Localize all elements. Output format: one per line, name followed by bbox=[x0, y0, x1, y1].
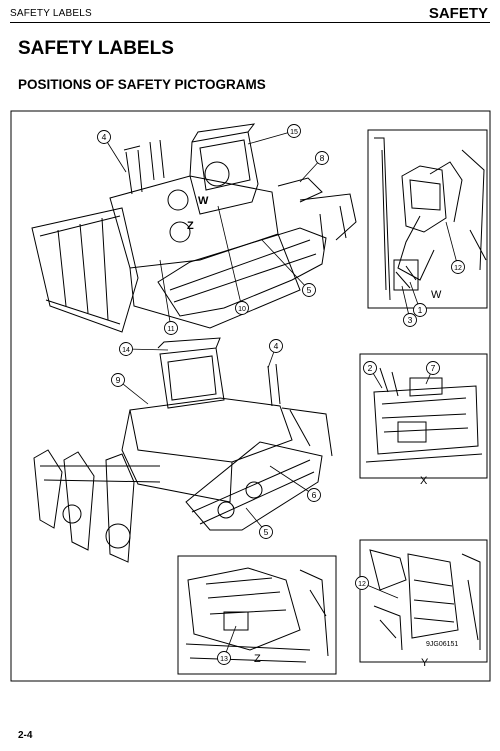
callout-5-number: 5 bbox=[307, 285, 312, 295]
header-section-label: SAFETY LABELS bbox=[10, 8, 92, 19]
callout-3-number: 3 bbox=[408, 315, 413, 325]
callout-14-leader bbox=[125, 348, 169, 351]
callout-14-circle bbox=[119, 342, 133, 356]
callout-9-circle bbox=[111, 373, 125, 387]
callout-8-circle bbox=[315, 151, 329, 165]
callout-6-number: 6 bbox=[312, 490, 317, 500]
callout-4-number: 4 bbox=[102, 132, 107, 142]
callout-13-number: 13 bbox=[220, 656, 228, 663]
callout-11-number: 11 bbox=[167, 326, 174, 333]
view-letter-z-label: Z bbox=[187, 220, 194, 232]
callout-5-leader bbox=[261, 239, 310, 291]
callout-3-circle bbox=[403, 313, 417, 327]
callout-7-circle bbox=[426, 361, 440, 375]
callout-group: 4 15 8 11 10 5 12 13 14 4 9 6 5 2 7 12 13 bbox=[97, 124, 465, 665]
page-title: SAFETY LABELS bbox=[18, 38, 174, 59]
callout-12-number: 12 bbox=[358, 581, 366, 588]
view-z-caption: Z bbox=[254, 653, 261, 665]
page-number: 2-4 bbox=[18, 730, 33, 741]
callout-15-number: 15 bbox=[290, 129, 298, 136]
callout-15-circle bbox=[287, 124, 301, 138]
view-z-illustration bbox=[177, 555, 337, 675]
callout-4-circle bbox=[97, 130, 111, 144]
cab-interior-view-illustration bbox=[367, 129, 488, 309]
callout-12-number: 12 bbox=[454, 265, 462, 272]
callout-1-circle bbox=[413, 303, 427, 317]
callout-12-circle bbox=[355, 576, 369, 590]
section-subtitle: POSITIONS OF SAFETY PICTOGRAMS bbox=[18, 77, 266, 92]
safety-pictogram-figure: 4 15 8 11 10 5 12 13 14 4 9 6 5 2 7 12 13 W Z W X Z Y 9J… bbox=[10, 110, 491, 682]
view-y-illustration bbox=[359, 539, 488, 663]
callout-5-circle bbox=[302, 283, 316, 297]
callout-4-circle bbox=[269, 339, 283, 353]
view-x-illustration bbox=[359, 353, 488, 479]
callout-11-circle bbox=[164, 321, 178, 335]
callout-2-circle bbox=[363, 361, 377, 375]
callout-8-number: 8 bbox=[320, 153, 325, 163]
bulldozer-front-view-illustration bbox=[31, 123, 357, 333]
view-y-caption: Y bbox=[421, 657, 429, 669]
callout-7-number: 7 bbox=[431, 363, 436, 373]
figure-code-label: 9JG06151 bbox=[426, 641, 458, 648]
callout-15-leader bbox=[247, 130, 295, 145]
callout-2-number: 2 bbox=[368, 363, 373, 373]
callout-6-leader bbox=[269, 465, 315, 496]
callout-5-circle bbox=[259, 525, 273, 539]
header-divider bbox=[10, 22, 490, 23]
callout-10-number: 10 bbox=[238, 306, 246, 313]
header-chapter-label: SAFETY bbox=[428, 5, 488, 22]
callout-12-circle bbox=[451, 260, 465, 274]
callout-14-number: 14 bbox=[122, 347, 130, 354]
callout-12-leader bbox=[445, 221, 459, 268]
bulldozer-rear-view-illustration bbox=[33, 337, 333, 563]
callout-10-circle bbox=[235, 301, 249, 315]
callout-4-number: 4 bbox=[274, 341, 279, 351]
callout-13-circle bbox=[217, 651, 231, 665]
callout-9-number: 9 bbox=[116, 375, 121, 385]
callout-1-number: 1 bbox=[418, 305, 423, 315]
callout-6-circle bbox=[307, 488, 321, 502]
callout-5-number: 5 bbox=[264, 527, 269, 537]
callout-11-leader bbox=[159, 259, 172, 329]
view-w-caption: W bbox=[431, 289, 442, 301]
view-x-caption: X bbox=[420, 475, 428, 487]
callout-10-leader bbox=[217, 205, 243, 309]
view-letter-w-label: W bbox=[198, 195, 209, 207]
